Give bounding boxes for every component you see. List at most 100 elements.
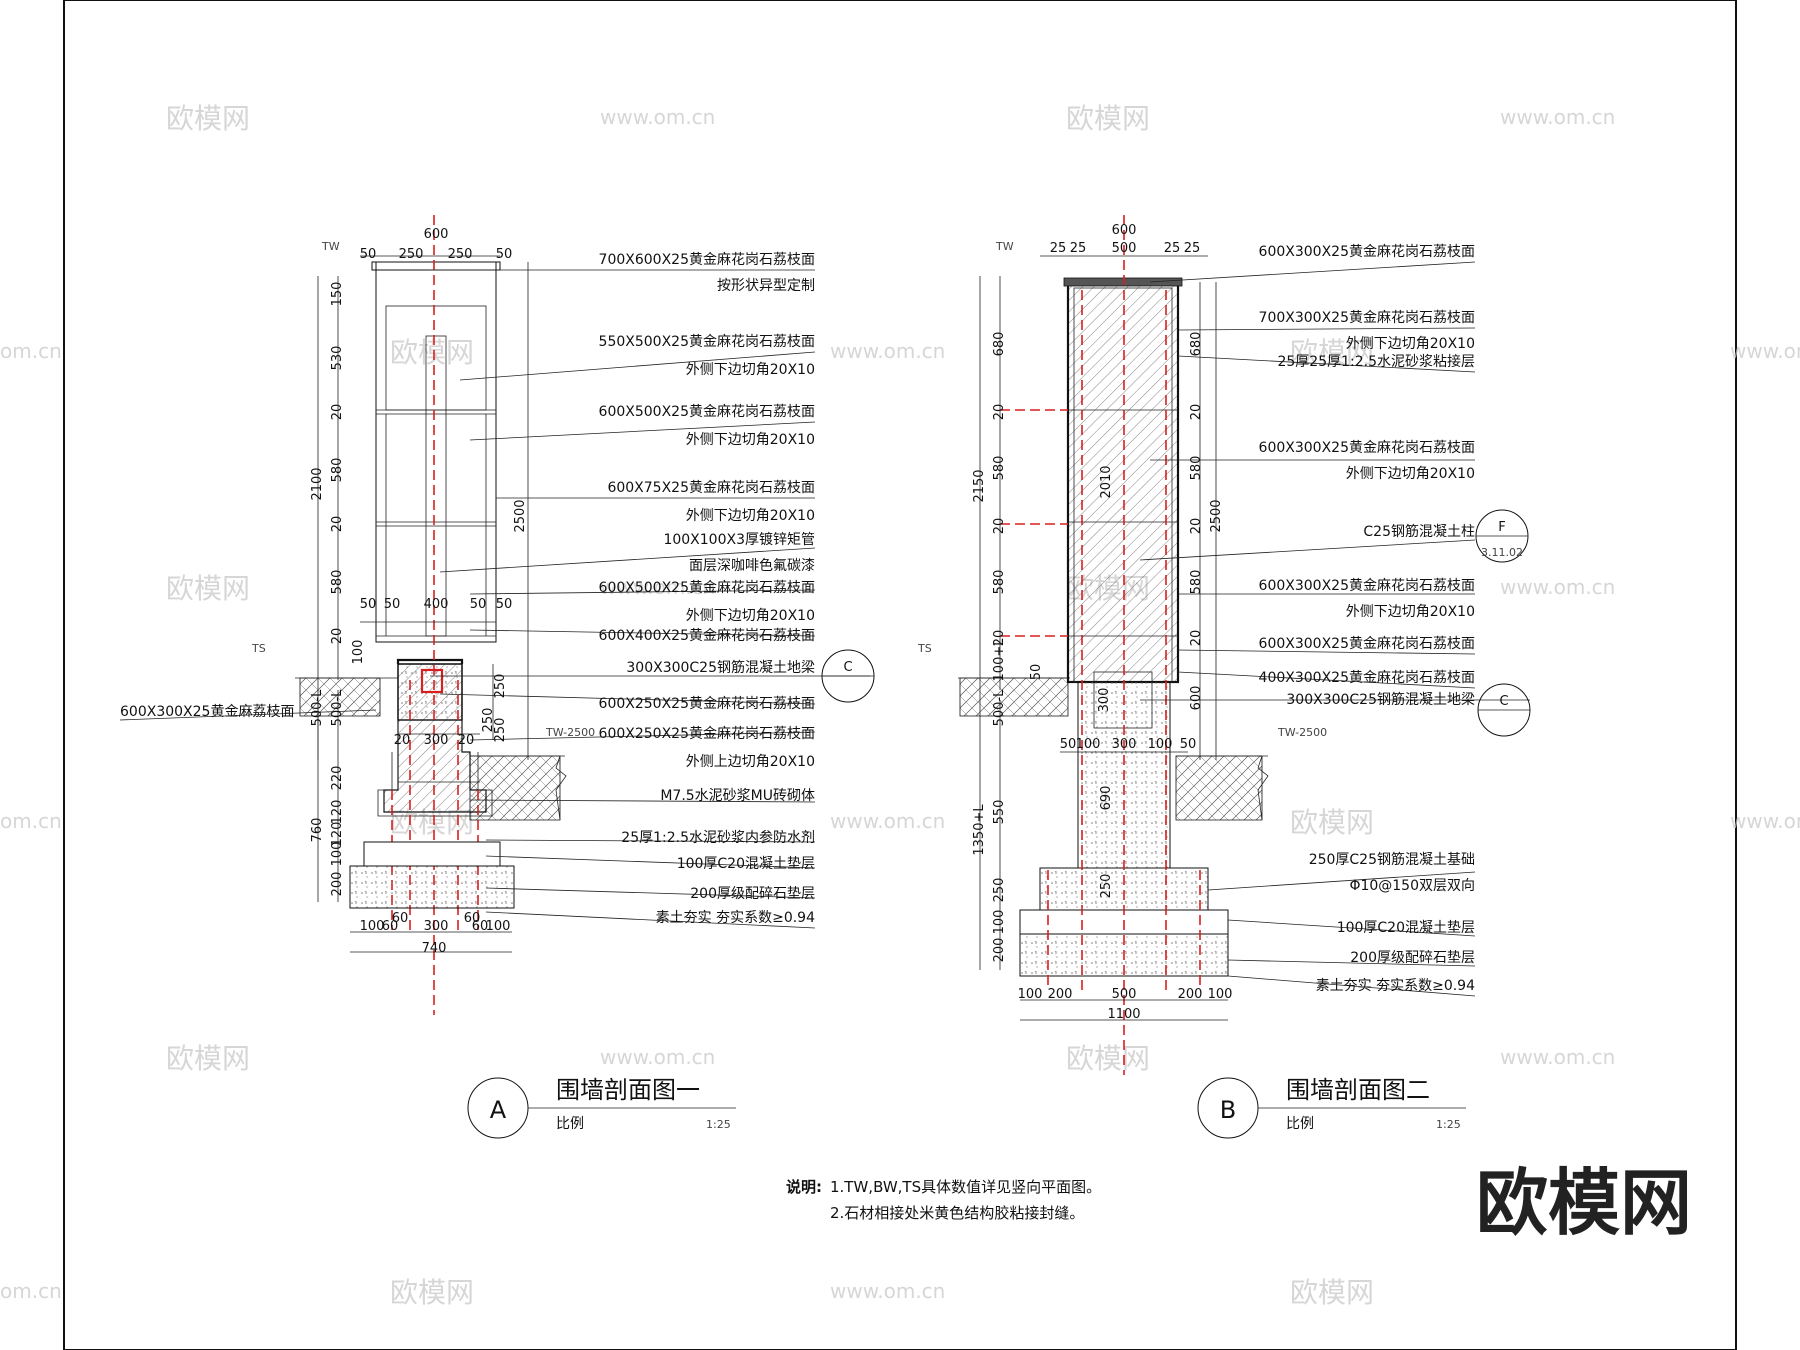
tag-tw2500-a: TW-2500 <box>545 726 595 739</box>
dim-a-760: 760 <box>310 818 325 843</box>
dim-b-mid-0: 50 <box>1060 737 1077 752</box>
label-a-8: 100X100X3厚镀锌矩管 <box>663 531 815 548</box>
dim-a-inner-5: 250 <box>481 708 496 733</box>
dim-a-top-total: 600 <box>424 227 449 242</box>
label-a-1: 按形状异型定制 <box>717 278 815 294</box>
section-b-title: B 围墙剖面图二 比例 1:25 <box>1197 1076 1466 1139</box>
dim-b-left-6: 100+L <box>992 638 1007 682</box>
label-a-left: 600X300X25黄金麻荔枝面 <box>120 703 294 720</box>
notes: 说明: 1.TW,BW,TS具体数值详见竖向平面图。 2.石材相接处米黄色结构胶… <box>786 1178 1101 1222</box>
dim-a-right: 2500 <box>513 499 528 532</box>
dim-b-mid-1: 100 <box>1076 737 1101 752</box>
label-a-11: 外侧下边切角20X10 <box>686 608 815 624</box>
dim-a-left-5: 580 <box>330 570 345 595</box>
label-a-9: 面层深咖啡色氟碳漆 <box>689 557 815 574</box>
tag-ts-a: TS <box>251 642 266 655</box>
dim-a-top-a: 50 <box>360 247 377 262</box>
dim-b-50: 50 <box>1029 664 1044 681</box>
label-b-4: 600X300X25黄金麻花岗石荔枝面 <box>1259 439 1475 456</box>
label-a-20: 200厚级配碎石垫层 <box>690 886 815 902</box>
watermark-url: www.om.cn <box>1730 339 1800 363</box>
watermark-brand: 欧模网 <box>1290 1276 1374 1309</box>
label-b-16: 素土夯实 夯实系数≥0.94 <box>1316 978 1475 994</box>
dim-b-bottom-3: 200 <box>1178 987 1203 1002</box>
watermark-brand: 欧模网 <box>1290 336 1374 369</box>
watermark-brand: 欧模网 <box>1066 102 1150 135</box>
notes-prefix: 说明: <box>786 1178 822 1196</box>
dim-b-left2-0: 500-L <box>992 689 1007 727</box>
sheet-frame <box>63 0 1737 1350</box>
watermark-url: www.om.cn <box>830 339 945 363</box>
dim-a-left-0: 150 <box>330 282 345 307</box>
label-a-5: 外侧下边切角20X10 <box>686 432 815 448</box>
watermark-url: www.om.cn <box>1730 809 1800 833</box>
dim-a-mid-3: 50 <box>470 597 487 612</box>
dim-b-2010: 2010 <box>1099 465 1114 498</box>
watermark-url: www.om.cn <box>600 1045 715 1069</box>
dim-b-mid-3: 100 <box>1148 737 1173 752</box>
label-a-18: 25厚1:2.5水泥砂浆内参防水剂 <box>621 829 815 846</box>
label-a-7: 外侧下边切角20X10 <box>686 508 815 524</box>
dim-b-inner-4: 580 <box>1189 570 1204 595</box>
label-b-10: 400X300X25黄金麻花岗石荔枝面 <box>1259 669 1475 686</box>
title-b: 围墙剖面图二 <box>1286 1076 1430 1104</box>
callout-f-ref-b: 3.11.02 <box>1481 546 1523 559</box>
notes-line1: 1.TW,BW,TS具体数值详见竖向平面图。 <box>830 1178 1101 1196</box>
dim-b-bottom-1: 200 <box>1048 987 1073 1002</box>
dim-b-inner-3: 20 <box>1189 518 1204 535</box>
label-b-11: 300X300C25钢筋混凝土地梁 <box>1286 691 1475 708</box>
dim-b-bottom-total: 1100 <box>1107 1007 1140 1022</box>
label-a-16: 外侧上边切角20X10 <box>686 754 815 770</box>
dim-b-300: 300 <box>1097 688 1112 713</box>
dim-b-left-5: 20 <box>992 630 1007 647</box>
dim-a-bottom-5: 60 <box>472 919 489 934</box>
watermark-url: www.om.cn <box>1500 575 1615 599</box>
dim-b-left2-1: 550 <box>992 800 1007 825</box>
dim-a-bottom-4: 60 <box>464 911 481 926</box>
label-a-13: 300X300C25钢筋混凝土地梁 <box>626 659 815 676</box>
section-b-labels: 600X300X25黄金麻花岗石荔枝面 700X300X25黄金麻花岗石荔枝面 … <box>917 223 1531 1022</box>
dim-b-right: 2500 <box>1209 499 1224 532</box>
dim-a-left-6: 20 <box>330 628 345 645</box>
dim-b-bottom-2: 500 <box>1112 987 1137 1002</box>
label-a-4: 600X500X25黄金麻花岗石荔枝面 <box>599 403 815 420</box>
dim-a-mid-4: 50 <box>496 597 513 612</box>
dim-b-top-b: 25 <box>1070 241 1087 256</box>
label-a-17: M7.5水泥砂浆MU砖砌体 <box>660 788 815 804</box>
watermark-brand: 欧模网 <box>390 336 474 369</box>
footing <box>1039 867 1209 911</box>
dim-b-mid-2: 300 <box>1112 737 1137 752</box>
brand-logo: 欧模网 <box>1476 1161 1692 1245</box>
label-a-14: 600X250X25黄金麻花岗石荔枝面 <box>599 695 815 712</box>
dim-b-left-3: 20 <box>992 518 1007 535</box>
concrete-column <box>1067 281 1179 683</box>
dim-a-left-3: 580 <box>330 458 345 483</box>
marker-b: B <box>1220 1096 1236 1124</box>
watermark-brand: 欧模网 <box>1066 1042 1150 1075</box>
tag-tw2500-b: TW-2500 <box>1277 726 1327 739</box>
watermark-brand: 欧模网 <box>166 102 250 135</box>
callout-c-b: C <box>1499 694 1508 709</box>
label-a-6: 600X75X25黄金麻花岗石荔枝面 <box>607 479 815 496</box>
label-b-9: 600X300X25黄金麻花岗石荔枝面 <box>1259 635 1475 652</box>
label-b-14: 100厚C20混凝土垫层 <box>1337 920 1475 936</box>
dim-a-left2-5: 100 <box>330 842 345 867</box>
dim-b-inner-1: 20 <box>1189 404 1204 421</box>
label-b-0: 600X300X25黄金麻花岗石荔枝面 <box>1259 243 1475 260</box>
dim-a-inner-4: 20 <box>458 733 475 748</box>
watermark-url: om.cn <box>0 339 62 363</box>
watermark-url: om.cn <box>0 809 62 833</box>
title-a: 围墙剖面图一 <box>556 1076 700 1104</box>
label-a-0: 700X600X25黄金麻花岗石荔枝面 <box>599 251 815 268</box>
label-a-19: 100厚C20混凝土垫层 <box>677 856 815 872</box>
ground-hatch-right-b <box>1175 755 1263 821</box>
dim-a-left2-0: 500-L <box>310 689 325 727</box>
scale-label-b: 比例 <box>1286 1116 1314 1132</box>
notes-line2: 2.石材相接处米黄色结构胶粘接封缝。 <box>830 1204 1084 1222</box>
dim-a-left2-2: 220 <box>330 766 345 791</box>
dim-b-bottom-0: 100 <box>1018 987 1043 1002</box>
label-b-6: C25钢筋混凝土柱 <box>1363 523 1475 540</box>
dim-b-inner-0: 680 <box>1189 332 1204 357</box>
label-b-7: 600X300X25黄金麻花岗石荔枝面 <box>1259 577 1475 594</box>
